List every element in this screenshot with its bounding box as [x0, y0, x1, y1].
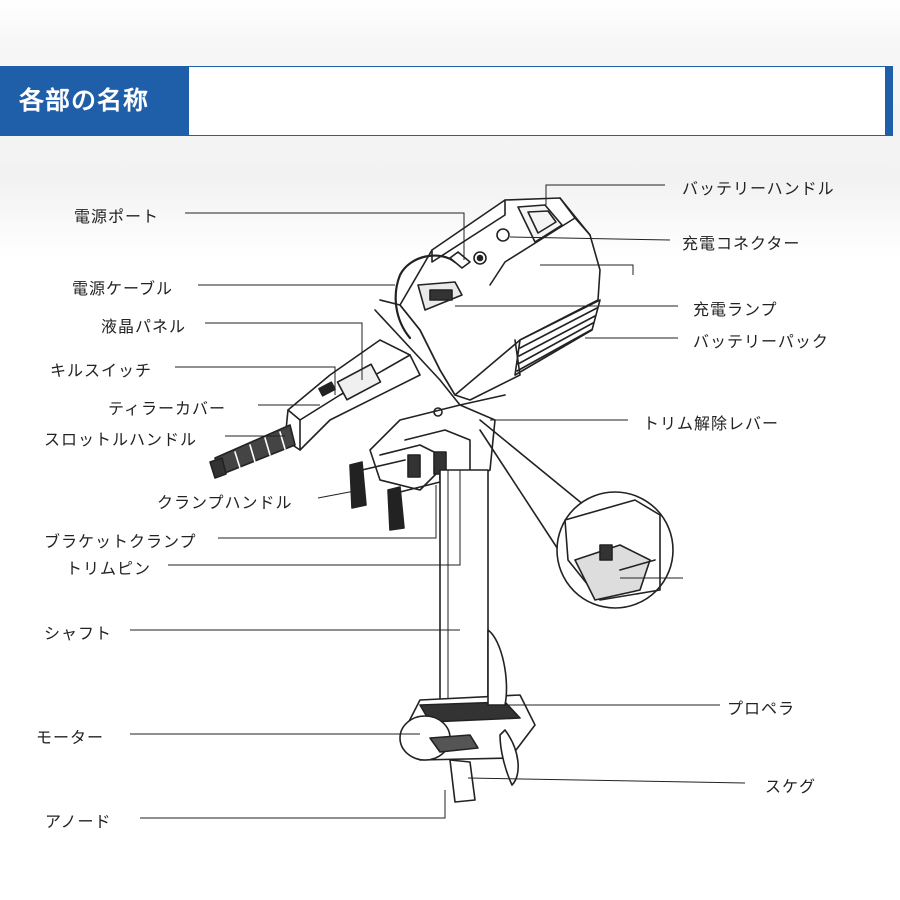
section-header: 各部の名称	[0, 66, 893, 136]
section-title: 各部の名称	[1, 67, 189, 135]
zoom-inset-illustration	[479, 419, 674, 609]
label-anode: アノード	[45, 812, 112, 831]
label-battery-pack: バッテリーパック	[693, 332, 829, 351]
label-charge-connector: 充電コネクター	[682, 234, 801, 253]
tiller-illustration	[284, 339, 421, 451]
label-battery-handle: バッテリーハンドル	[682, 179, 835, 198]
throttle-grip-illustration	[209, 424, 296, 479]
shaft-illustration	[439, 469, 489, 701]
propeller-illustration	[487, 629, 519, 786]
skeg-illustration	[449, 759, 476, 803]
header-accent-bar	[885, 67, 892, 135]
label-trim-pin: トリムピン	[66, 559, 152, 578]
label-power-cable: 電源ケーブル	[72, 279, 174, 298]
label-lcd-panel: 液晶パネル	[101, 317, 187, 336]
battery-pack-illustration	[374, 197, 601, 406]
label-throttle-handle: スロットルハンドル	[44, 430, 198, 449]
bracket-illustration	[349, 404, 496, 531]
label-tiller-cover: ティラーカバー	[108, 399, 227, 418]
label-trim-release-lever: トリム解除レバー	[643, 414, 780, 433]
label-shaft: シャフト	[44, 624, 113, 643]
label-bracket-clamp: ブラケットクランプ	[44, 532, 197, 551]
label-motor: モーター	[36, 728, 105, 747]
label-power-port: 電源ポート	[74, 207, 160, 226]
label-clamp-handle: クランプハンドル	[157, 493, 293, 512]
label-propeller: プロペラ	[727, 699, 796, 718]
label-charge-lamp: 充電ランプ	[693, 300, 778, 319]
label-skeg: スケグ	[765, 777, 817, 796]
label-kill-switch: キルスイッチ	[50, 361, 153, 380]
power-cable-illustration	[394, 254, 457, 340]
